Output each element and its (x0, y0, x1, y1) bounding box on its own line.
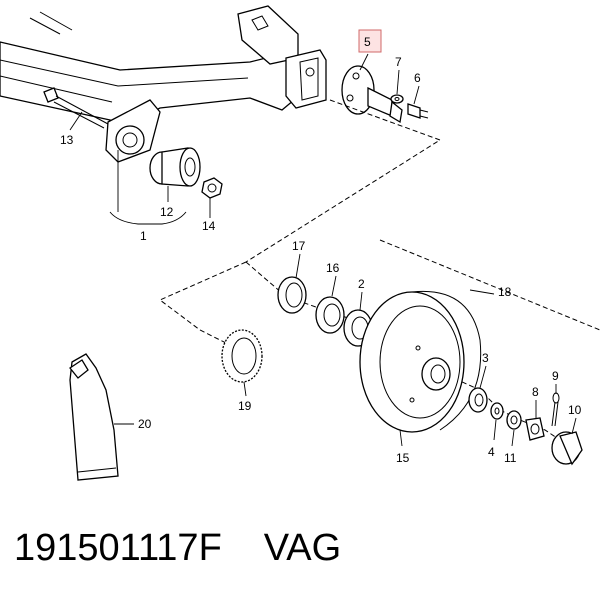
callout-2: 2 (358, 277, 365, 291)
callout-8: 8 (532, 385, 539, 399)
callout-5: 5 (364, 35, 371, 49)
long-bolt-13 (43, 87, 109, 129)
leader-lines (69, 53, 577, 447)
callout-labels: 1 2 3 4 5 6 7 8 9 10 11 12 13 14 15 16 1… (60, 35, 582, 465)
part-number: 191501117F (14, 527, 222, 569)
callout-14: 14 (202, 219, 216, 233)
callout-3: 3 (482, 351, 489, 365)
callout-13: 13 (60, 133, 74, 147)
seal-17 (277, 276, 307, 314)
brake-drum-15 (359, 290, 482, 433)
callout-1: 1 (140, 229, 147, 243)
callout-19: 19 (238, 399, 252, 413)
inner-bearing-16 (315, 296, 345, 334)
callout-20: 20 (138, 417, 152, 431)
stub-axle-5 (341, 65, 403, 124)
callout-10: 10 (568, 403, 582, 417)
callout-17: 17 (292, 239, 306, 253)
highlight-box-5 (358, 29, 382, 53)
grease-tube-20 (69, 353, 119, 481)
washer-4 (490, 402, 504, 420)
callout-18: 18 (498, 285, 512, 299)
axle-beam (0, 5, 327, 163)
callout-16: 16 (326, 261, 340, 275)
bolt-6 (407, 103, 429, 119)
split-pin-9 (551, 392, 560, 427)
nut-11 (506, 410, 522, 430)
callout-11: 11 (504, 451, 517, 465)
callout-9: 9 (552, 369, 559, 383)
bearing-3 (468, 387, 488, 413)
callout-15: 15 (396, 451, 410, 465)
grease-cap-10 (551, 431, 583, 466)
abs-ring-19 (221, 329, 263, 383)
nut-14 (201, 177, 223, 199)
callout-7: 7 (395, 55, 402, 69)
lock-ring-8 (525, 417, 545, 441)
bushing-12 (149, 147, 201, 187)
brand-name: VAG (263, 527, 342, 569)
washer-7 (390, 94, 404, 104)
callout-6: 6 (414, 71, 421, 85)
callout-4: 4 (488, 445, 495, 459)
footer-caption: 191501117F VAG (14, 520, 341, 576)
callout-12: 12 (160, 205, 174, 219)
